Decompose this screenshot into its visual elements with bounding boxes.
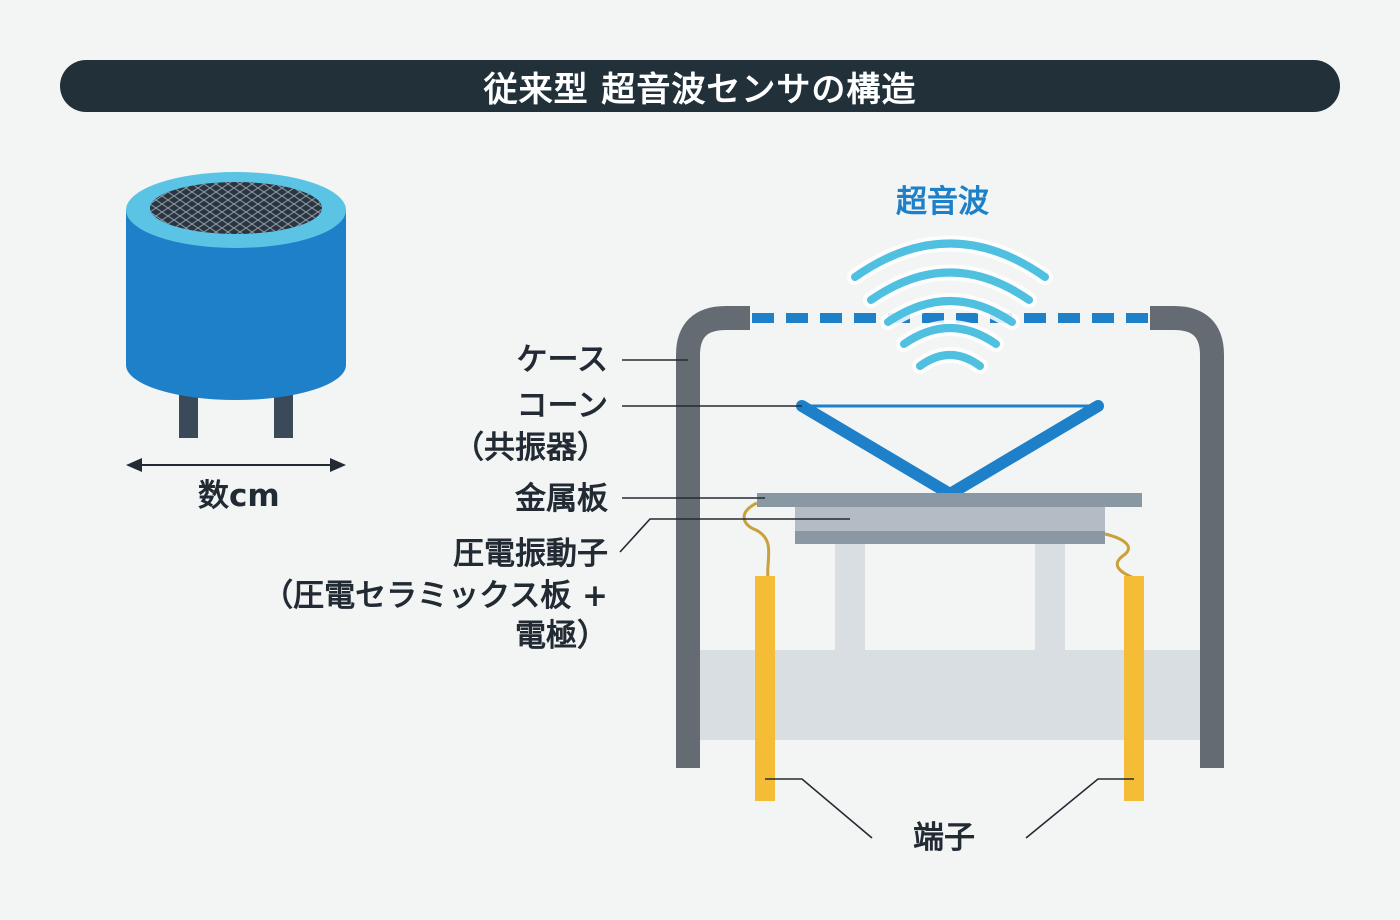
label-cone-sub: （共振器）: [453, 430, 608, 466]
support-pillar-right: [1035, 543, 1065, 653]
ultrasonic-waves: [847, 235, 1053, 374]
label-cone: コーン: [516, 388, 608, 424]
wire-right: [1104, 532, 1135, 580]
sensor-leg-left: [179, 390, 198, 438]
cone: [796, 400, 1104, 500]
sensor-size-label: 数cm: [198, 478, 280, 514]
support-pillar-left: [835, 543, 865, 653]
case-left: [676, 306, 750, 768]
label-piezo: 圧電振動子: [453, 536, 608, 572]
sensor-body: [126, 210, 346, 400]
title-bar: 従来型 超音波センサの構造: [60, 60, 1340, 112]
terminal-left: [755, 576, 775, 801]
label-piezo-sub1: （圧電セラミックス板 +: [262, 578, 608, 614]
piezo-electrode: [795, 531, 1105, 544]
page-title: 従来型 超音波センサの構造: [483, 69, 917, 110]
sensor-illustration: [126, 172, 346, 438]
case-right: [1150, 306, 1224, 768]
sensor-leg-right: [274, 390, 293, 438]
label-metal-plate: 金属板: [515, 481, 608, 517]
base-block: [700, 650, 1200, 740]
label-terminal: 端子: [913, 820, 975, 856]
sensor-mesh: [150, 182, 322, 234]
size-arrow: [126, 458, 346, 472]
terminal-right: [1124, 576, 1144, 801]
ultrasonic-label: 超音波: [896, 184, 989, 220]
label-piezo-sub2: 電極）: [515, 618, 608, 654]
leader-piezo: [619, 518, 850, 553]
wire-left: [742, 501, 771, 579]
leader-lines: [619, 359, 1134, 839]
metal-plate: [757, 493, 1142, 507]
leader-terminal-left: [765, 778, 873, 839]
label-case: ケース: [516, 342, 608, 378]
leader-terminal-right: [1025, 778, 1134, 839]
